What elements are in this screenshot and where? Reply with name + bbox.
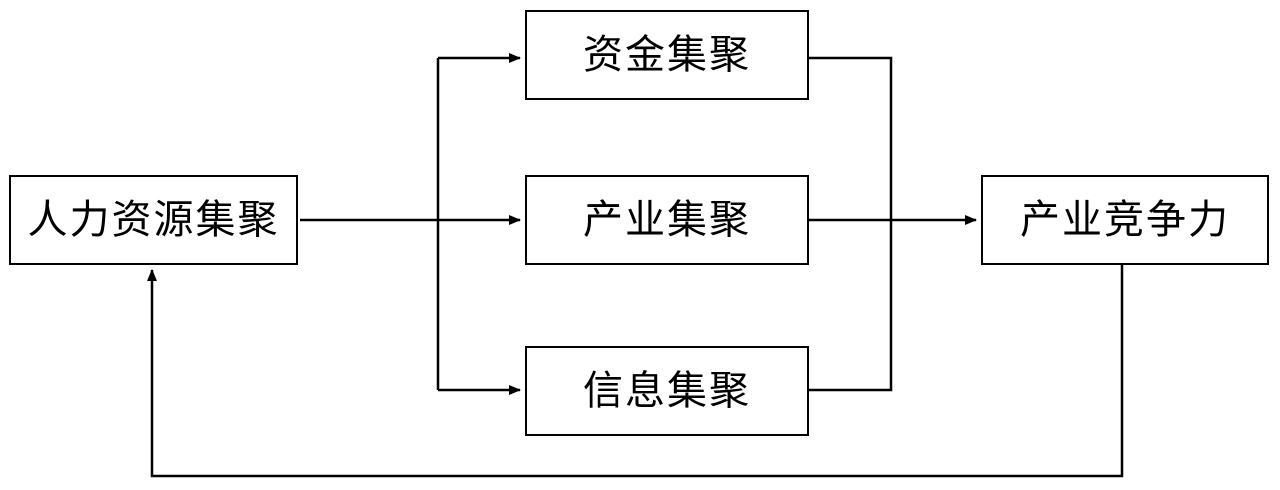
node-competitiveness: 产业竞争力 bbox=[981, 175, 1269, 265]
node-information: 信息集聚 bbox=[525, 346, 809, 436]
node-competitiveness-label: 产业竞争力 bbox=[1020, 197, 1230, 243]
node-industry: 产业集聚 bbox=[525, 175, 809, 265]
node-capital-label: 资金集聚 bbox=[583, 32, 751, 78]
node-capital: 资金集聚 bbox=[525, 10, 809, 100]
node-information-label: 信息集聚 bbox=[583, 368, 751, 414]
edge-feedback-loop bbox=[147, 265, 1124, 478]
node-human-resources-label: 人力资源集聚 bbox=[27, 197, 280, 243]
edge-capital-to-merge bbox=[809, 56, 893, 220]
edge-information-to-merge bbox=[809, 220, 893, 392]
node-industry-label: 产业集聚 bbox=[583, 197, 751, 243]
node-human-resources: 人力资源集聚 bbox=[9, 175, 298, 265]
